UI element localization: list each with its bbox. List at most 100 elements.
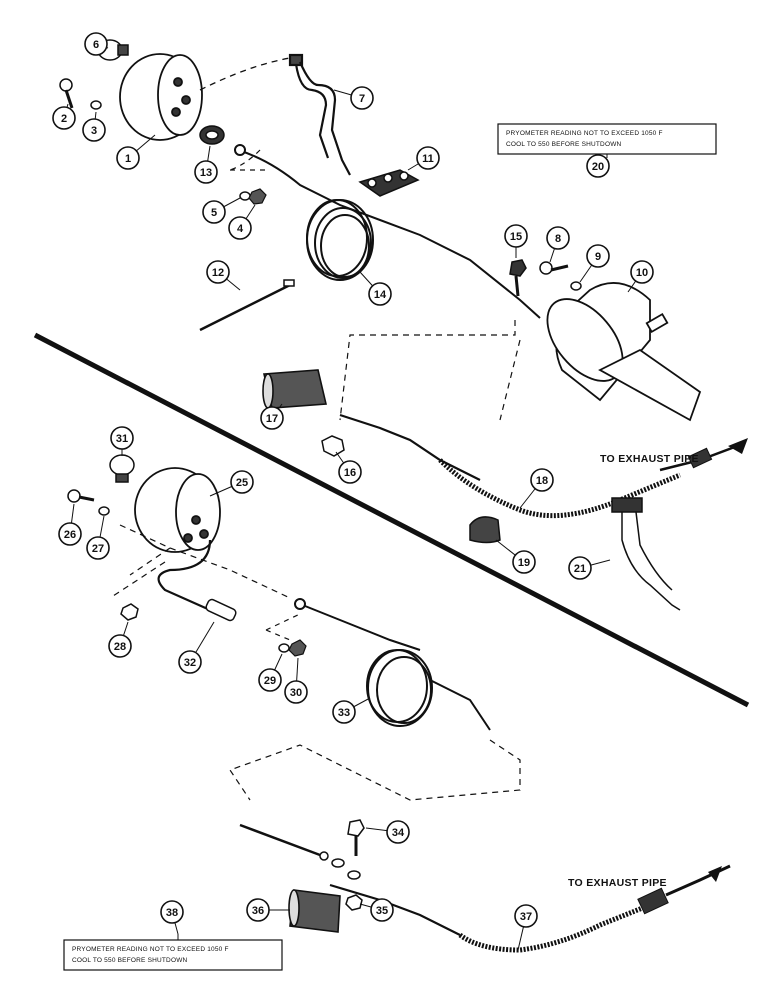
decal-upper-line2: COOL TO 550 BEFORE SHUTDOWN xyxy=(506,141,622,148)
callout-number: 18 xyxy=(536,475,548,487)
dashed-bracket-upper xyxy=(229,149,270,171)
dashed-route-lower xyxy=(229,739,521,801)
washer-5 xyxy=(239,191,251,201)
bulb-lower xyxy=(109,454,135,483)
callout-29: 29 xyxy=(258,653,283,692)
callout-circle xyxy=(246,898,270,922)
probe-rod-12 xyxy=(199,279,295,332)
callout-circle xyxy=(260,406,284,430)
callout-34: 34 xyxy=(365,820,410,844)
callout-number: 15 xyxy=(510,231,522,243)
callout-circle xyxy=(202,200,226,224)
callout-circle xyxy=(82,118,106,142)
callout-circle xyxy=(504,224,528,248)
decal-lower-line1: PRYOMETER READING NOT TO EXCEED 1050 F xyxy=(72,946,229,953)
coiled-cable-33 xyxy=(366,649,491,731)
callout-number: 11 xyxy=(422,153,434,165)
callout-circle xyxy=(52,106,76,130)
callout-number: 27 xyxy=(92,543,104,555)
callout-circle xyxy=(58,522,82,546)
arrow-lower xyxy=(708,866,722,882)
nut-35 xyxy=(345,894,363,911)
exhaust-label-upper: TO EXHAUST PIPE xyxy=(600,453,699,465)
callout-circle xyxy=(386,820,410,844)
callout-19: 19 xyxy=(495,539,536,574)
callout-17: 17 xyxy=(260,403,284,430)
washer-29 xyxy=(278,643,290,653)
callout-10: 10 xyxy=(627,260,654,293)
callout-circle xyxy=(86,536,110,560)
callout-circle xyxy=(512,550,536,574)
callout-28: 28 xyxy=(108,621,132,658)
callout-circle xyxy=(546,226,570,250)
decal-lower: PRYOMETER READING NOT TO EXCEED 1050 F C… xyxy=(63,934,283,971)
callout-circle xyxy=(368,282,392,306)
callout-number: 37 xyxy=(520,911,532,923)
screw-8 xyxy=(539,261,569,275)
nut-30 xyxy=(288,639,307,657)
callout-20: 20 xyxy=(586,154,610,178)
callout-33: 33 xyxy=(332,697,371,724)
callout-number: 6 xyxy=(93,39,99,51)
callout-circle xyxy=(350,86,374,110)
decal-lower-line2: COOL TO 550 BEFORE SHUTDOWN xyxy=(72,957,188,964)
arrow-upper xyxy=(728,438,748,454)
callout-circle xyxy=(416,146,440,170)
callout-13: 13 xyxy=(194,145,218,184)
callout-number: 13 xyxy=(200,167,212,179)
decal-upper-line1: PRYOMETER READING NOT TO EXCEED 1050 F xyxy=(506,130,663,137)
screw-26 xyxy=(67,489,95,503)
callout-circle xyxy=(160,900,184,924)
callout-circle xyxy=(206,260,230,284)
callout-number: 33 xyxy=(338,707,350,719)
callout-number: 12 xyxy=(212,267,224,279)
callout-circle xyxy=(258,668,282,692)
exhaust-label-lower: TO EXHAUST PIPE xyxy=(568,877,667,889)
callout-38: 38 xyxy=(160,900,184,935)
callout-number: 31 xyxy=(116,433,128,445)
screw-15 xyxy=(509,259,527,297)
callout-circle xyxy=(568,556,592,580)
callout-number: 5 xyxy=(211,207,217,219)
connector-block-11 xyxy=(358,169,420,197)
coiled-cable-14 xyxy=(306,199,374,281)
callout-number: 20 xyxy=(592,161,604,173)
callout-7: 7 xyxy=(333,86,374,110)
callout-14: 14 xyxy=(359,271,392,306)
callout-number: 17 xyxy=(266,413,278,425)
callout-number: 10 xyxy=(636,267,648,279)
callout-number: 7 xyxy=(359,93,365,105)
callout-25: 25 xyxy=(209,470,254,497)
routing-dashed-lower xyxy=(109,524,291,599)
callout-1: 1 xyxy=(116,134,156,170)
callout-number: 2 xyxy=(61,113,67,125)
callout-number: 3 xyxy=(91,125,97,137)
sleeve-36 xyxy=(288,889,341,933)
divider-line xyxy=(33,332,750,708)
callout-number: 32 xyxy=(184,657,196,669)
callout-3: 3 xyxy=(82,111,106,142)
callout-circle xyxy=(514,904,538,928)
washer-27 xyxy=(98,506,110,516)
screw-34 xyxy=(347,819,365,856)
nut-4 xyxy=(248,188,267,205)
thermocouple-lead-18 xyxy=(339,413,741,519)
callout-circle xyxy=(194,160,218,184)
washer-3 xyxy=(90,100,102,110)
harness-7 xyxy=(288,53,351,176)
callout-circle xyxy=(586,154,610,178)
decal-upper: PRYOMETER READING NOT TO EXCEED 1050 F C… xyxy=(497,123,717,158)
callout-16: 16 xyxy=(335,451,362,484)
gauge-lower xyxy=(134,467,221,553)
callout-number: 36 xyxy=(252,905,264,917)
callout-5: 5 xyxy=(202,197,241,224)
nut-28 xyxy=(120,603,139,621)
wire-lead-lower xyxy=(294,598,421,651)
callout-circle xyxy=(84,32,108,56)
callout-number: 1 xyxy=(125,153,131,165)
callout-35: 35 xyxy=(359,898,394,922)
callout-2: 2 xyxy=(52,103,76,130)
wire-lead-upper xyxy=(234,144,541,319)
screw-2 xyxy=(59,78,74,109)
